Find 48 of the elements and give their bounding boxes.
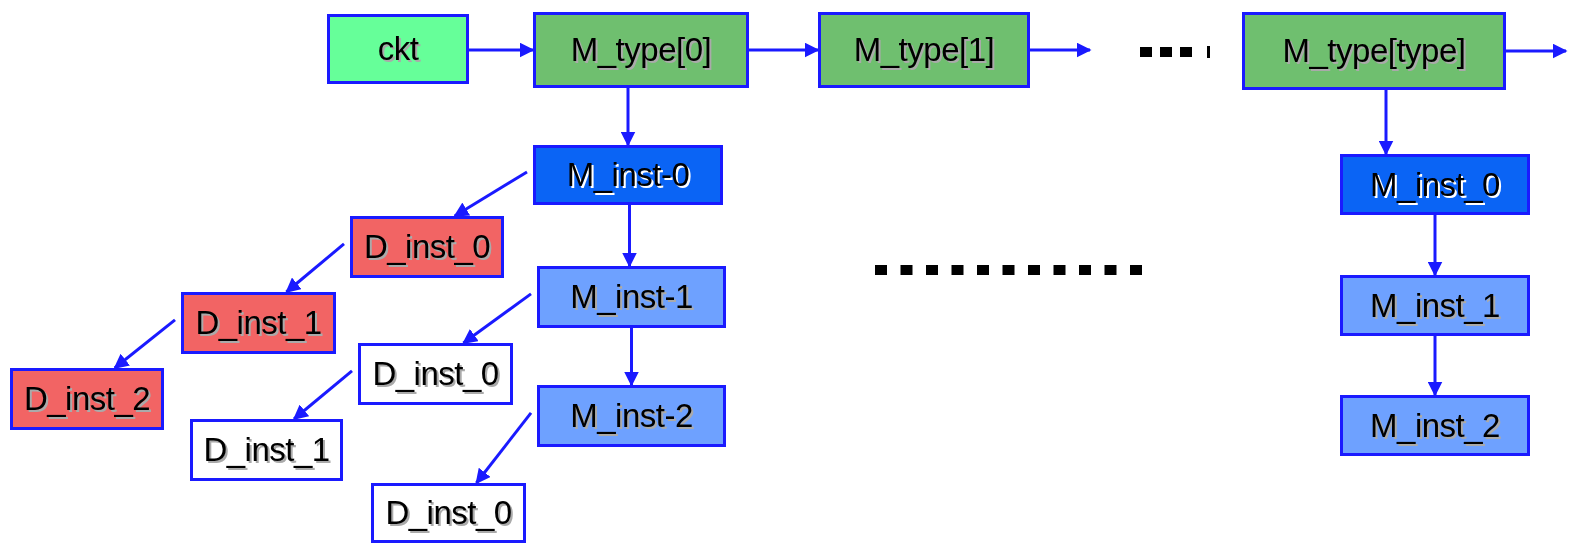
instance-box xyxy=(350,216,504,278)
arrow xyxy=(462,292,532,345)
arrow xyxy=(113,318,176,370)
arrow xyxy=(292,369,353,421)
arrow xyxy=(453,170,528,218)
instance-box xyxy=(10,368,164,430)
instance-box xyxy=(1340,275,1530,336)
box-label: D_inst_0 xyxy=(385,494,512,532)
arrow xyxy=(475,411,533,485)
instance-box xyxy=(533,12,749,88)
instance-box xyxy=(371,483,526,543)
instance-box xyxy=(358,343,513,405)
box-label: D_inst_1 xyxy=(195,304,322,342)
box-label: M_type[type] xyxy=(1282,32,1466,70)
instance-box xyxy=(1242,12,1506,90)
box-label: M_inst-2 xyxy=(570,397,693,435)
box-label: D_inst_2 xyxy=(23,380,151,418)
arrow xyxy=(285,242,345,294)
instance-box xyxy=(537,266,726,328)
arrow xyxy=(749,42,820,58)
box-label: M_inst_2 xyxy=(1370,406,1500,445)
arrow xyxy=(1427,215,1443,277)
arrow xyxy=(1427,336,1443,397)
instance-box xyxy=(818,12,1030,88)
box-label: M_inst_1 xyxy=(1370,286,1500,325)
box-label: D_inst_0 xyxy=(363,228,491,266)
box-label: D_inst_0 xyxy=(372,355,499,393)
arrow xyxy=(1378,90,1394,156)
arrow xyxy=(620,88,636,147)
instance-box xyxy=(537,385,726,447)
arrow xyxy=(622,205,637,268)
instance-box xyxy=(1340,395,1530,456)
instance-box xyxy=(1340,154,1530,215)
box-label: M_type[1] xyxy=(853,31,995,69)
box-label: M_type[0] xyxy=(570,31,712,69)
box-label: M_inst_0 xyxy=(1370,165,1500,204)
box-label: ckt xyxy=(377,30,419,68)
box-label: D_inst_1 xyxy=(203,431,330,469)
box-label: M_inst-0 xyxy=(566,156,690,194)
box-label: M_inst-1 xyxy=(570,278,693,316)
instance-box xyxy=(190,419,343,481)
arrow xyxy=(1030,42,1092,58)
arrow xyxy=(624,328,639,387)
arrow xyxy=(1506,43,1568,59)
instance-box xyxy=(327,14,469,84)
instance-box xyxy=(533,145,723,205)
arrow xyxy=(469,42,535,58)
instance-box xyxy=(181,292,336,354)
